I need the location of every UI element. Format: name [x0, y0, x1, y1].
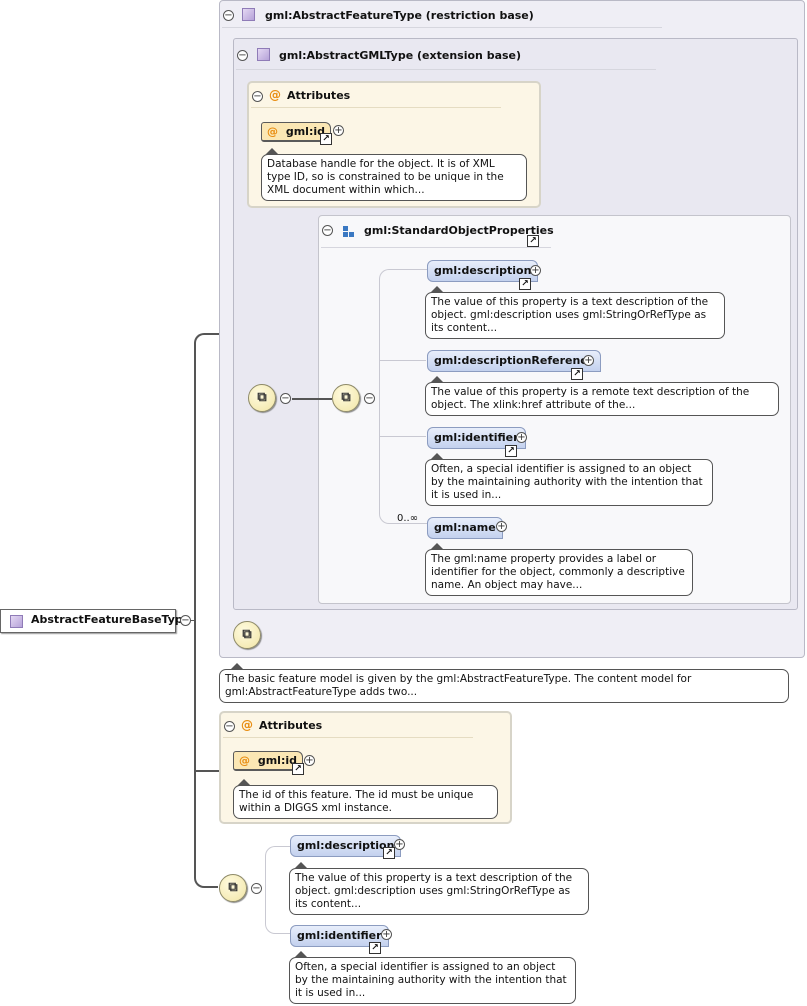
cardinality-label: 0..∞ [397, 513, 419, 524]
own-seq-line [265, 859, 266, 921]
sequence-connector [292, 398, 332, 400]
sequence-compositor-icon[interactable]: ⧉ [233, 621, 261, 649]
attribute-gml-id[interactable]: @ gml:id [233, 751, 303, 771]
link-arrow-icon[interactable]: ↗ [571, 368, 583, 380]
doc-pointer [265, 148, 279, 155]
link-arrow-icon[interactable]: ↗ [519, 278, 531, 290]
attributes-title: Attributes [259, 719, 323, 732]
complex-type-icon [257, 48, 270, 61]
expand-icon[interactable]: + [516, 432, 527, 443]
root-connector [191, 620, 195, 621]
doc-pointer [294, 862, 308, 869]
group-collapse-icon[interactable]: − [322, 225, 333, 236]
standard-object-properties-panel: − gml:StandardObjectProperties ↗ gml:des… [318, 215, 791, 604]
attribute-at-icon: @ [239, 754, 250, 767]
inner-seq-curve-top [379, 269, 427, 283]
attribute-gml-id[interactable]: @ gml:id [261, 122, 331, 142]
doc-pointer [430, 453, 444, 460]
expand-icon[interactable]: + [394, 839, 405, 850]
attribute-doc: Database handle for the object. It is of… [261, 154, 527, 201]
sequence-collapse-icon[interactable]: − [251, 883, 262, 894]
element-description-reference[interactable]: gml:descriptionReference [427, 350, 602, 372]
sequence-compositor-icon[interactable]: ⧉ [332, 384, 360, 412]
restriction-collapse-icon[interactable]: − [223, 10, 234, 21]
extension-header-rule [236, 69, 656, 70]
root-branch-curve-top [194, 333, 220, 353]
restriction-base-panel: − gml:AbstractFeatureType (restriction b… [219, 0, 805, 658]
attribute-at-icon: @ [241, 718, 253, 732]
doc-pointer [294, 951, 308, 958]
element-description[interactable]: gml:description [427, 260, 539, 282]
element-description[interactable]: gml:description [290, 835, 402, 857]
link-arrow-icon[interactable]: ↗ [505, 445, 517, 457]
inner-seq-branch-3 [380, 436, 426, 437]
complex-type-icon [10, 615, 23, 628]
link-arrow-icon[interactable]: ↗ [320, 133, 332, 145]
attributes-collapse-icon[interactable]: − [224, 721, 235, 732]
expand-icon[interactable]: + [496, 521, 507, 532]
inner-seq-curve-bottom [379, 510, 427, 524]
complex-type-icon [242, 8, 255, 21]
attribute-name: gml:id [257, 754, 297, 767]
sequence-compositor-icon[interactable]: ⧉ [219, 874, 247, 902]
expand-icon[interactable]: + [304, 755, 315, 766]
element-doc: The value of this property is a text des… [425, 292, 725, 339]
sequence-collapse-icon[interactable]: − [364, 393, 375, 404]
restriction-doc: The basic feature model is given by the … [219, 669, 789, 703]
inner-seq-line [379, 282, 380, 512]
root-type-box[interactable]: AbstractFeatureBaseType [0, 609, 190, 633]
element-identifier[interactable]: gml:identifier [290, 925, 389, 947]
root-type-label: AbstractFeatureBaseType [31, 613, 191, 626]
element-doc: The value of this property is a text des… [289, 868, 589, 915]
expand-icon[interactable]: + [381, 929, 392, 940]
group-title: gml:StandardObjectProperties [364, 224, 554, 237]
group-header-rule [321, 247, 551, 248]
doc-pointer [230, 663, 244, 670]
extension-base-panel: − gml:AbstractGMLType (extension base) −… [233, 38, 798, 610]
inner-seq-branch-2 [380, 360, 426, 361]
attribute-name: gml:id [285, 125, 325, 138]
attribute-at-icon: @ [267, 125, 278, 138]
link-arrow-icon[interactable]: ↗ [527, 235, 539, 247]
restriction-title: gml:AbstractFeatureType (restriction bas… [265, 9, 534, 22]
extension-title: gml:AbstractGMLType (extension base) [279, 49, 522, 62]
expand-icon[interactable]: + [530, 265, 541, 276]
element-doc: The value of this property is a remote t… [425, 382, 779, 416]
attributes-header-rule [251, 107, 501, 108]
root-to-attributes-line [195, 770, 219, 772]
attributes-collapse-icon[interactable]: − [252, 91, 263, 102]
sequence-collapse-icon[interactable]: − [280, 393, 291, 404]
element-doc: Often, a special identifier is assigned … [425, 459, 713, 506]
attribute-at-icon: @ [269, 88, 281, 102]
attributes-panel: − @ Attributes @ gml:id ↗ + The id of th… [219, 711, 512, 824]
element-doc: Often, a special identifier is assigned … [289, 957, 576, 1004]
link-arrow-icon[interactable]: ↗ [292, 763, 304, 775]
extension-attributes-panel: − @ Attributes @ gml:id ↗ + Database han… [247, 81, 541, 208]
attribute-doc: The id of this feature. The id must be u… [233, 785, 498, 819]
attributes-header-rule [223, 737, 473, 738]
doc-pointer [430, 376, 444, 383]
doc-pointer [430, 543, 444, 550]
restriction-header-rule [222, 27, 662, 28]
expand-icon[interactable]: + [333, 125, 344, 136]
element-identifier[interactable]: gml:identifier [427, 427, 526, 449]
doc-pointer [237, 779, 251, 786]
root-branch-curve-bottom [194, 868, 218, 888]
root-collapse-icon[interactable]: − [180, 615, 191, 626]
attributes-title: Attributes [287, 89, 351, 102]
link-arrow-icon[interactable]: ↗ [369, 942, 381, 954]
element-doc: The gml:name property provides a label o… [425, 549, 693, 596]
own-seq-curve-top [265, 846, 291, 860]
own-seq-curve-bottom [265, 920, 291, 934]
link-arrow-icon[interactable]: ↗ [383, 847, 395, 859]
doc-pointer [430, 286, 444, 293]
expand-icon[interactable]: + [583, 355, 594, 366]
element-name[interactable]: gml:name [427, 517, 503, 539]
sequence-compositor-icon[interactable]: ⧉ [248, 384, 276, 412]
root-branch-line [194, 352, 196, 872]
group-icon [343, 226, 355, 238]
extension-collapse-icon[interactable]: − [237, 50, 248, 61]
